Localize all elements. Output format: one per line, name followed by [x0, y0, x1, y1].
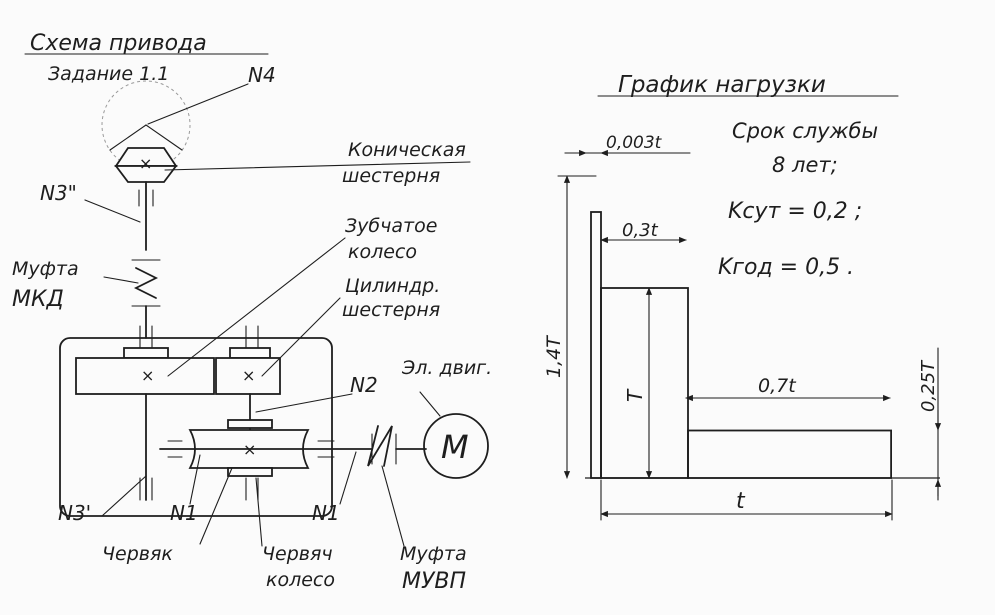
- label-n1-right: N1: [312, 501, 340, 525]
- n1-right-leader: [339, 451, 357, 505]
- motor-symbol: M: [441, 428, 469, 466]
- cylindrical-pinion: [215, 357, 281, 395]
- dim-start-time: 0,003t: [606, 133, 663, 153]
- label-spur-1: Цилиндр.: [345, 275, 440, 297]
- n2-leader: [255, 393, 353, 413]
- note-k-year: Kгод = 0,5 .: [718, 255, 854, 280]
- scheme-title: Схема привода: [30, 31, 207, 56]
- label-n1-left: N1: [170, 501, 198, 525]
- label-n3-double: N3": [40, 181, 77, 205]
- dim-mid-load: T: [623, 388, 647, 402]
- gearbox-housing: [59, 337, 333, 517]
- bevel-gear-lower: [114, 165, 178, 183]
- worm-wheel-hub-top: [227, 419, 273, 429]
- worm-leader: [199, 467, 233, 545]
- motor-leader: [419, 391, 441, 417]
- gear-wheel-cross: ×: [141, 366, 154, 385]
- bevel-gear-cross: ×: [139, 154, 152, 173]
- n3-prime-leader: [101, 475, 147, 517]
- n4-leader: [147, 83, 249, 125]
- label-coupling-right-1: Муфта: [400, 543, 467, 565]
- electric-motor: [423, 413, 489, 479]
- dim-total-time: t: [736, 489, 746, 514]
- label-coupling-left-2: МКД: [12, 287, 64, 312]
- note-life-1: Срок службы: [732, 119, 878, 143]
- coupling-mkd-zigzag: [133, 267, 159, 299]
- dim-mid-time: 0,3t: [622, 220, 659, 241]
- scheme-subtitle: Задание 1.1: [48, 63, 169, 85]
- load-chart: График нагрузки Срок службы 8 лет; Kсут …: [543, 72, 942, 521]
- dim-peak-load: 1,4T: [543, 335, 565, 378]
- label-n2: N2: [350, 373, 378, 397]
- worm-wheel-hub-bottom: [227, 467, 273, 477]
- label-bevel-2: шестерня: [342, 165, 440, 187]
- label-gear-2: колесо: [348, 241, 417, 263]
- pinion-leader: [261, 297, 341, 377]
- note-life-2: 8 лет;: [772, 153, 838, 177]
- label-worm-wheel-1: Червяч: [262, 543, 333, 565]
- label-bevel-1: Коническая: [348, 139, 466, 161]
- load-step-2: [600, 287, 689, 479]
- driven-drum-circle: [101, 80, 191, 170]
- gear-wheel-leader: [167, 237, 346, 377]
- coupling-muvp-zigzag: [367, 425, 393, 467]
- label-coupling-left-1: Муфта: [12, 258, 79, 280]
- n3-double-leader: [84, 199, 141, 223]
- label-motor: Эл. двиг.: [401, 357, 492, 379]
- gear-wheel-hub: [123, 347, 169, 359]
- drum-radius-right: [145, 124, 183, 151]
- load-step-1: [590, 211, 602, 479]
- label-coupling-right-2: МУВП: [402, 569, 466, 594]
- bevel-gear-leader: [164, 161, 471, 171]
- dim-low-load: 0,25T: [918, 359, 939, 412]
- note-k-day: Kсут = 0,2 ;: [728, 199, 862, 224]
- pinion-cross: ×: [242, 366, 255, 385]
- load-step-3: [687, 429, 893, 479]
- pinion-hub: [229, 347, 271, 359]
- n1-left-leader: [189, 454, 201, 505]
- label-n3-prime: N3': [58, 501, 91, 525]
- coupling-muvp-leader: [381, 465, 405, 547]
- label-worm-wheel-2: колесо: [266, 569, 335, 591]
- label-worm: Червяк: [102, 543, 173, 565]
- dim-low-time: 0,7t: [758, 375, 797, 397]
- label-n4: N4: [248, 63, 276, 87]
- load-steps: [585, 211, 940, 479]
- drive-scheme: Схема привода Задание 1.1 N4 × Коническа…: [12, 31, 492, 594]
- chart-title: График нагрузки: [618, 72, 826, 98]
- worm-wheel-leader: [255, 477, 263, 547]
- coupling-mkd-leader: [103, 276, 139, 284]
- label-gear-1: Зубчатое: [345, 215, 437, 237]
- gear-wheel: [75, 357, 215, 395]
- label-spur-2: шестерня: [342, 299, 440, 321]
- drum-radius-left: [109, 124, 147, 151]
